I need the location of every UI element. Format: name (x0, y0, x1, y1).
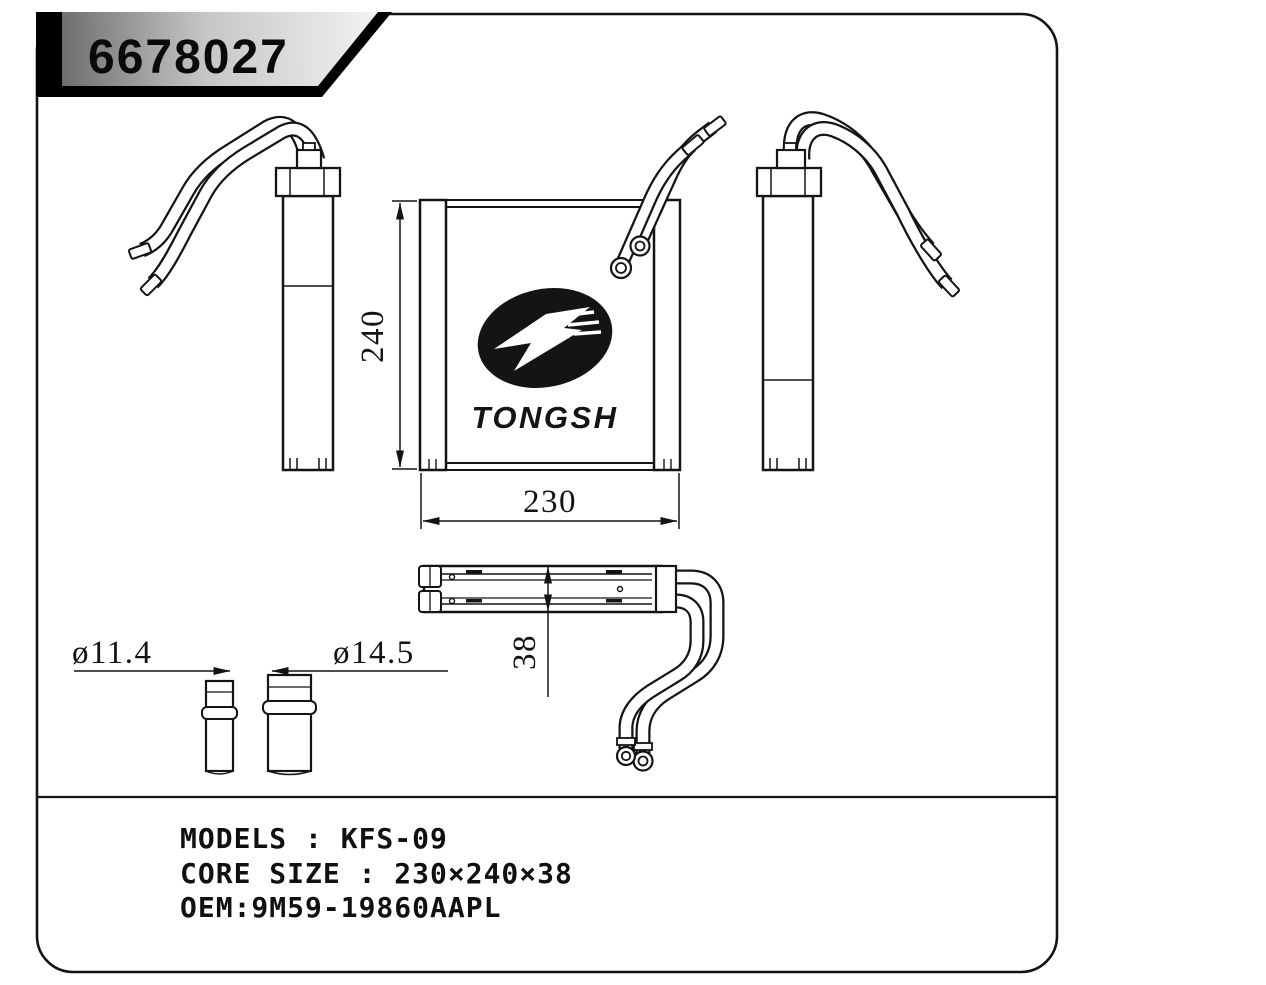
right-tank-body (755, 142, 823, 472)
width-dimension: 230 (420, 473, 680, 529)
pipe-end-cap (127, 242, 153, 260)
core-face (428, 199, 672, 471)
logo-arrow (494, 307, 590, 371)
right-tank-assembly-view (755, 111, 960, 472)
brand-text: TONGSH (471, 400, 618, 435)
core-right-tank (652, 198, 682, 472)
height-dimension-text: 240 (355, 309, 391, 363)
left-pipes (138, 115, 326, 289)
large-pipe-diameter-text: ø14.5 (333, 635, 415, 671)
spec-core-size: CORE SIZE : 230×240×38 (180, 857, 573, 890)
pipe-diameter-detail: ø11.4 ø14.5 (72, 635, 448, 776)
top-view-pipe-ends (615, 737, 654, 772)
spec-oem: OEM:9M59-19860AAPL (180, 891, 501, 924)
spec-text-block: MODELS : KFS-09 CORE SIZE : 230×240×38 O… (180, 822, 573, 924)
width-dimension-text: 230 (523, 484, 577, 520)
height-dimension: 240 (355, 200, 417, 470)
small-pipe-diameter-text: ø11.4 (72, 635, 153, 671)
top-view-body (418, 564, 678, 614)
pipe-end-cap (139, 273, 163, 297)
spec-models: MODELS : KFS-09 (180, 822, 448, 855)
pipe-end-cap (920, 238, 942, 262)
banner-face (62, 12, 378, 86)
small-pipe (201, 679, 238, 775)
core-top-view (418, 564, 725, 772)
pipe-end-cap (938, 274, 960, 298)
pipe-end-cap (681, 134, 705, 156)
part-number-banner: 6678027 (36, 12, 392, 97)
logo-speed-lines (560, 310, 602, 336)
depth-dimension-text: 38 (507, 634, 543, 670)
large-pipe (262, 673, 317, 776)
left-tank-assembly-view (127, 115, 342, 472)
pipe-open-ends (609, 235, 651, 280)
core-left-tank (418, 198, 448, 472)
pipe-end-cap (703, 115, 727, 137)
core-inlet-outlet-pipes (609, 115, 727, 280)
part-number-text: 6678027 (88, 31, 289, 84)
depth-dimension: 38 (507, 566, 552, 697)
core-front-view (418, 198, 682, 472)
top-view-pipes (618, 569, 725, 757)
sheet-border (35, 12, 1059, 974)
tongsh-logo: TONGSH (471, 288, 618, 435)
left-tank-body (274, 142, 342, 472)
right-pipes (782, 111, 953, 290)
